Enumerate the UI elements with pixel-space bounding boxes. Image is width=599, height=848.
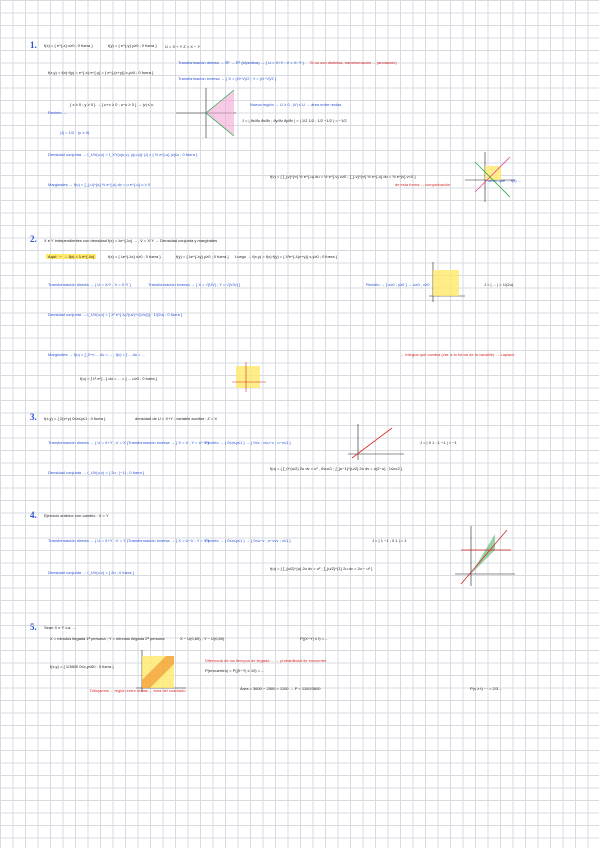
p3-joint-density-uv: Densidad conjunta → f_UV(u,v) = { 2u · |… [48,470,145,475]
problem-3-number: 3. [30,412,37,422]
p1-jacobian: J = | ∂x/∂u ∂x/∂v ; ∂y/∂u ∂y/∂v | = | 1/… [242,118,347,123]
p2-marginals: Marginales → f(u) = ∫_0^∞ ... dv = ... ,… [48,352,145,357]
p2-inverse: Transformación inversa → { X = √(UV) ; Y… [148,282,241,287]
p4-jacobian: J = | 1 −1 ; 0 1 | = 1 [372,538,407,543]
p4-marginal-u: f(u) = { ∫_{u/2}^{u} 2u dv = u² ; ∫_{u/2… [270,566,373,571]
p3-direct-transformation: Transformación directa → { U = X+Y ; V =… [48,440,129,445]
p2-joint-density-uv: Densidad conjunta → f_UV(u,v) = { λ² e^{… [48,312,183,317]
p2-region-label: Recinto → { x≥0 ; y≥0 } → u≥0 , v≥0 [366,282,430,287]
p1-region-graph [176,88,236,138]
p5-joint: f(x,y) = { 1/3600 0≤x,y≤60 ; 0 fuera } [50,664,114,669]
p2-jacobian: J = | ... | = 1/(2u) [484,282,514,287]
p5-note-2: Dibujamos ... región entre rectas ... ár… [90,688,186,693]
p3-inverse: Transformación inversa → { X = V ; Y = U… [128,440,209,445]
p2-region-graph [429,262,465,302]
problem-1-number: 1. [30,40,37,50]
p4-joint-density-uv: Densidad conjunta → f_UV(u,v) = { 2u ; 0… [48,570,134,575]
problem-4-number: 4. [30,510,37,520]
p3-region: Recinto → { 0≤x≤y≤1 } → { 0≤v ; v≤u−v ; … [205,440,291,445]
p1-region-conditions: { x ≥ 0 ; y ≥ 0 } → { u+v ≥ 0 ; u−v ≥ 0 … [70,102,154,107]
p4-inverse: Transformación inversa → { X = U−V ; Y =… [128,538,209,543]
p5-conditions: X = minutos llegada 1ª persona ; Y = min… [50,636,165,641]
p1-jacobian-note: Nueva región → U ≥ 0 , |V| ≤ U → área en… [250,102,342,107]
p2-statement: X e Y independientes con densidad f(x) =… [44,238,218,243]
p5-note: Diferencia de los tiempos de llegada ...… [205,658,327,663]
p1-jacobian-area: |J| = 1/2 · (u ≥ 0) [60,130,90,135]
problem-5-number: 5. [30,622,37,632]
p2-note: → Integral que cambia (var. a la forma d… [400,352,515,357]
p3-marginal-u: f(u) = { ∫_0^{u/2} 2u dv = u² , 0≤u≤1 ; … [270,466,403,471]
p5-area: Área = 3600 − 2500 = 1100 → P = 1100/360… [240,686,321,691]
p2-density-y: f(y) = { λe^{-λy} y≥0 ; 0 fuera } [176,254,229,259]
p3-statement: densidad de U = X+Y ; variable auxiliar … [135,416,218,421]
p5-ratio: P(encuentro) = P(|X−Y| ≤ 10) = ... [205,668,265,673]
p1-joint-density-uv: Densidad conjunta → f_UV(u,v) = f_XY(x(u… [48,152,198,157]
p5-statement: Sean X e Y v.a. ... [44,625,76,630]
p4-statement: Ejercicio anterior con cambio : V = Y [44,513,109,518]
p1-note-far-right: Puesto que ... f(x) ... [485,178,522,183]
p5-prob: P(|X−Y| ≤ t) = ... [300,636,329,641]
p4-region-graph [455,526,515,586]
p5-region-graph [136,650,186,692]
p1-marginal-graph [465,152,515,202]
p1-note-right: de esta forma ... comprobación [395,182,451,187]
p1-joint-density: f(x,y) = f(x)·f(y) = e^{-x}·e^{-y} = { e… [48,70,154,75]
p2-result: f(u) = ∫ λ² e^{...} du = ... = { ... u≥0… [80,376,158,381]
p1-transformation: U = X + Y Z = X − Y [165,44,201,49]
p1-note: Si no son distintas, transformación ... … [310,60,397,65]
p2-density-x: f(x) = { λe^{-λx} x≥0 ; 0 fuera } [108,254,161,259]
p4-direct-transformation: Transformación directa → { U = X+Y ; V =… [48,538,129,543]
p1-inverse: Transformación inversa → { X = (U+V)/2 ;… [178,76,277,81]
p1-direct-transformation: Transformación directa → ℝ² → ℝ² (biyect… [178,60,304,65]
p1-marginal-v: f(v) = { ∫_{v}^{∞} ½ e^{-u} du = ½ e^{-v… [270,174,416,179]
p2-highlight: Aquí: ··· → f(x) = λ e^{-λx} [46,254,97,259]
p1-region-label: Recinto → [48,110,67,115]
p1-density-y: f(y) = { e^{-y} y≥0 ; 0 fuera } [108,43,157,48]
p1-marginal-u: Marginales → f(u) = ∫_{-u}^{u} ½ e^{-u} … [48,182,151,187]
p5-expression: X ~ U(0,60) , Y ~ U(0,60) [180,636,225,641]
p4-region: Recinto → { 0≤x≤y≤1 } → { 0≤u−v ; u−v≤v … [205,538,291,543]
p1-density-def: f(x) = { e^{-x} x≥0 ; 0 fuera } [44,43,93,48]
problem-2-number: 2. [30,234,37,244]
p3-region-graph [348,424,404,460]
p5-result-tail: P(x ≥ t) ··· = 2/3 ... [470,686,503,691]
p3-density: f(x,y) = { 2(x+y) 0≤x≤y≤1 ; 0 fuera } [44,416,106,421]
p2-direct-transformation: Transformación directa → { U = X/Y ; V =… [48,282,131,287]
p3-jacobian: J = | 0 1 ; 1 −1 | = −1 [420,440,457,445]
p2-joint: Luego → f(x,y) = f(x)·f(y) = { λ²e^{-λ(x… [235,254,337,259]
p2-region-graph-2 [232,362,266,392]
